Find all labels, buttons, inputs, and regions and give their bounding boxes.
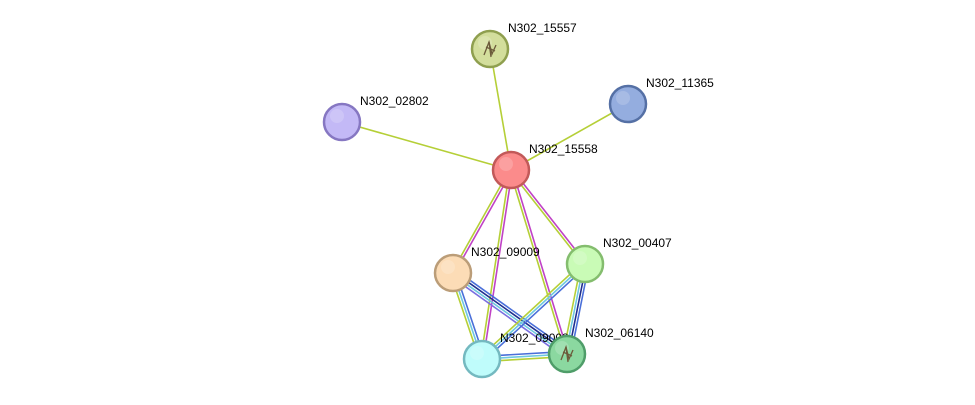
- node-circle: [565, 244, 605, 284]
- edge-evidence-line: [451, 273, 567, 356]
- edge-evidence-line: [510, 103, 629, 171]
- node-highlight: [470, 346, 484, 360]
- node-label: N302_09008: [500, 331, 569, 345]
- edge-n15558-n02802[interactable]: [341, 121, 512, 171]
- edge-n15558-n00407[interactable]: [509, 168, 587, 266]
- node-n302-09008[interactable]: N302_09008: [462, 331, 569, 379]
- node-highlight: [478, 36, 492, 50]
- protein-structure-icon: [483, 39, 497, 58]
- node-n302-00407[interactable]: N302_00407: [565, 236, 672, 284]
- node-label: N302_00407: [603, 236, 672, 250]
- edge-evidence-line: [451, 168, 511, 273]
- edge-evidence-line: [508, 170, 567, 355]
- protein-structure-icon: [560, 344, 574, 363]
- edge-evidence-line: [482, 170, 514, 360]
- node-circle: [462, 339, 502, 379]
- node-circle: [322, 102, 362, 142]
- edge-evidence-line: [479, 261, 584, 358]
- node-label: N302_11365: [646, 76, 714, 90]
- edge-evidence-line: [509, 170, 585, 266]
- node-label: N302_15558: [529, 142, 598, 156]
- node-highlight: [441, 260, 455, 274]
- edge-evidence-line: [453, 271, 569, 354]
- node-highlight: [330, 109, 344, 123]
- edge-evidence-line: [453, 170, 513, 275]
- node-highlight: [555, 341, 569, 355]
- node-n302-02802[interactable]: N302_02802: [322, 94, 429, 142]
- node-label: N302_02802: [360, 94, 429, 108]
- edge-n15558-n09009[interactable]: [451, 168, 513, 275]
- edge-evidence-line: [341, 121, 512, 171]
- node-n302-09009[interactable]: N302_09009: [433, 245, 540, 293]
- node-label: N302_06140: [585, 326, 654, 340]
- edge-n15558-n06140[interactable]: [508, 169, 570, 355]
- edge-evidence-line: [511, 169, 570, 354]
- node-highlight: [499, 157, 513, 171]
- edge-evidence-line: [489, 48, 512, 171]
- edge-evidence-line: [481, 263, 586, 360]
- edge-n00407-n09008[interactable]: [479, 261, 588, 362]
- node-label: N302_15557: [508, 21, 577, 35]
- node-n302-15557[interactable]: N302_15557: [470, 21, 577, 69]
- nodes-layer: N302_15557N302_11365N302_02802N302_15558…: [322, 21, 714, 379]
- edge-n09009-n06140[interactable]: [450, 269, 570, 358]
- node-n302-06140[interactable]: N302_06140: [547, 326, 654, 374]
- edge-n15558-n15557[interactable]: [489, 48, 512, 171]
- edge-n15558-n09008[interactable]: [479, 169, 514, 360]
- node-label: N302_09009: [471, 245, 540, 259]
- node-highlight: [573, 251, 587, 265]
- edge-evidence-line: [483, 265, 588, 362]
- edge-evidence-line: [450, 275, 566, 358]
- node-circle: [433, 253, 473, 293]
- edge-evidence-line: [511, 168, 587, 264]
- node-circle: [608, 84, 648, 124]
- edge-n15558-n11365[interactable]: [510, 103, 629, 171]
- node-n302-15558[interactable]: N302_15558: [491, 142, 598, 190]
- edge-evidence-line: [454, 269, 570, 352]
- node-n302-11365[interactable]: N302_11365: [608, 76, 714, 124]
- edge-evidence-line: [479, 169, 511, 359]
- node-highlight: [616, 91, 630, 105]
- node-circle: [491, 150, 531, 190]
